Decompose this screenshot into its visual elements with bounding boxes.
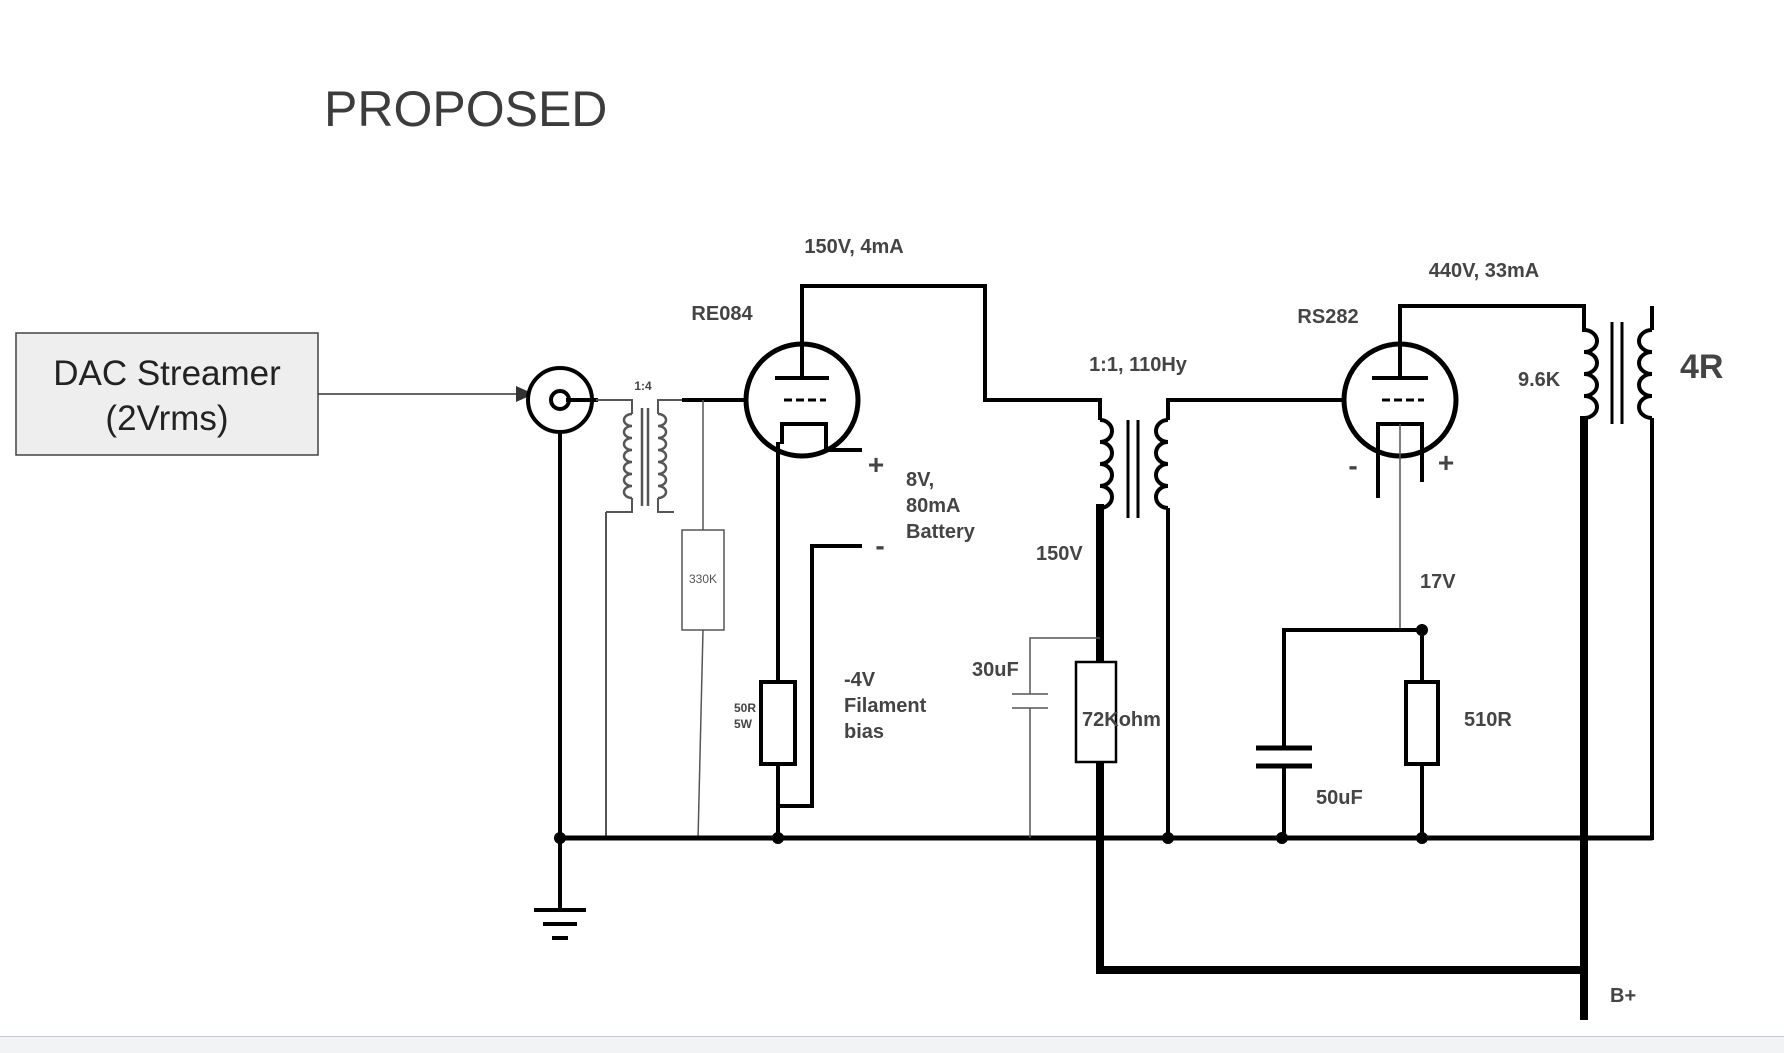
interstage-supply-voltage: 150V (1036, 543, 1083, 565)
filament-plus: + (1438, 447, 1454, 478)
battery-label: Battery (906, 521, 976, 543)
battery-plus: + (868, 449, 884, 480)
capacitor-50uf-value: 50uF (1316, 787, 1363, 809)
filament-resistor-value: 50R (734, 701, 756, 715)
dac-output-level: (2Vrms) (105, 399, 228, 438)
filament-bias-voltage: -4V (844, 669, 876, 691)
wire (800, 284, 1102, 402)
filament-resistor-power: 5W (734, 717, 753, 731)
driver-tube-icon (743, 341, 861, 459)
output-transformer-icon (1583, 306, 1654, 840)
output-secondary-impedance: 4R (1680, 348, 1723, 386)
interstage-ratio: 1:1, 110Hy (1089, 354, 1188, 376)
junction-dot (554, 832, 566, 844)
battery-voltage: 8V, (906, 469, 934, 491)
wire (1398, 304, 1586, 346)
output-primary-impedance: 9.6K (1518, 369, 1561, 391)
capacitor-30uf-value: 30uF (972, 659, 1019, 681)
battery-minus: - (875, 530, 884, 561)
b-plus-rail (1096, 504, 1588, 974)
dac-streamer-box: DAC Streamer (2Vrms) (15, 332, 319, 456)
filament-minus: - (1348, 450, 1357, 481)
input-transformer-icon (596, 399, 690, 513)
cathode-resistor-value: 510R (1464, 709, 1512, 731)
slide-footer-bar (0, 1036, 1784, 1053)
cathode-resistor (1404, 680, 1440, 766)
driver-operating-point: 150V, 4mA (804, 236, 903, 258)
driver-tube-name: RE084 (691, 303, 753, 325)
capacitor-50uf-icon (1256, 630, 1312, 838)
battery-current: 80mA (906, 495, 960, 517)
dac-streamer-label: DAC Streamer (53, 354, 281, 393)
cathode-voltage: 17V (1420, 571, 1456, 593)
ground-icon (534, 908, 586, 940)
interstage-transformer-icon (1098, 398, 1342, 838)
grid-resistor-value: 330K (689, 572, 717, 586)
output-tube-name: RS282 (1297, 306, 1358, 328)
junction-dot (772, 832, 784, 844)
bleeder-resistor-value: 72Kohm (1082, 709, 1161, 731)
filament-resistor (759, 680, 797, 766)
input-jack-icon (526, 366, 594, 434)
grid-resistor (681, 529, 725, 631)
signal-arrow (318, 386, 534, 402)
input-transformer-ratio: 1:4 (634, 379, 652, 393)
slide-title: PROPOSED (324, 81, 608, 137)
output-operating-point: 440V, 33mA (1429, 260, 1539, 282)
filament-bias-label-2: bias (844, 721, 884, 743)
wire (776, 544, 862, 808)
b-plus-label: B+ (1610, 985, 1636, 1007)
capacitor-30uf-icon (1012, 637, 1100, 838)
filament-bias-label: Filament (844, 695, 927, 717)
bleeder-resistor (1074, 660, 1118, 764)
wire (697, 629, 704, 841)
